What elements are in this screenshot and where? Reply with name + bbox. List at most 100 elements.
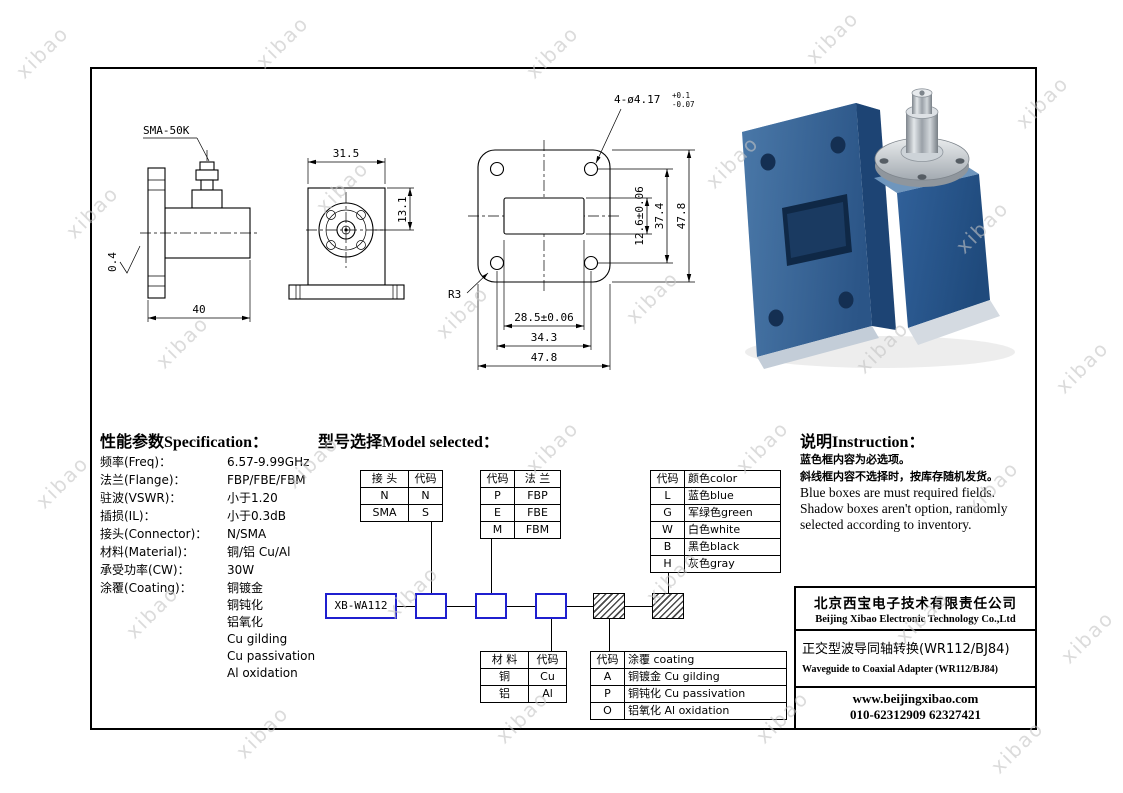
corner-radius-label: R3	[448, 288, 461, 301]
front-view: 31.5 13.1	[288, 147, 414, 300]
table-cell: W	[651, 522, 685, 539]
col-header: 涂覆 coating	[625, 652, 787, 669]
product-3d-render	[742, 88, 1015, 369]
connector-line	[491, 539, 492, 593]
instruction-line: Blue boxes are must required fields.	[800, 485, 995, 500]
spec-coating-option: Cu passivation	[227, 649, 316, 663]
spec-coating-option: Al oxidation	[227, 666, 298, 680]
table-cell: N	[409, 488, 443, 505]
col-header: 代码	[651, 471, 685, 488]
hole-tolerance-plus: +0.1	[672, 91, 690, 100]
spec-coating-option: 铜钝化	[227, 598, 264, 612]
table-cell: 灰色gray	[685, 556, 781, 573]
col-header: 法 兰	[515, 471, 561, 488]
flange-code-table: 代码 法 兰 P FBP E FBE M FBM	[480, 470, 561, 539]
spec-label: 驻波(VSWR)：	[100, 491, 182, 505]
spec-row: 插损(IL)：小于0.3dB	[100, 507, 315, 525]
connector-line	[609, 619, 610, 651]
spec-coating-option: Cu gilding	[227, 632, 288, 646]
overall-depth-dim: 40	[192, 303, 205, 316]
table-cell: P	[591, 686, 625, 703]
table-cell: A	[591, 669, 625, 686]
flange-code-select-box	[475, 593, 507, 619]
spec-row: 承受功率(CW)：30W	[100, 561, 315, 579]
aperture-width-dim: 28.5±0.06	[514, 311, 574, 324]
spec-value: N/SMA	[227, 527, 267, 541]
company-name-en: Beijing Xibao Electronic Technology Co.,…	[815, 614, 1016, 625]
table-cell: 黑色black	[685, 539, 781, 556]
instruction-text: 蓝色框内容为必选项。 斜线框内容不选择时，按库存随机发货。 Blue boxes…	[800, 451, 1038, 533]
model-section-title: 型号选择Model selected：	[318, 434, 499, 451]
spec-value: 铜/铝 Cu/Al	[227, 545, 291, 559]
table-cell: S	[409, 505, 443, 522]
connector-offset-dim: 13.1	[396, 197, 409, 224]
table-cell: FBM	[515, 522, 561, 539]
spec-coating-option: 铝氧化	[227, 615, 264, 629]
spec-label: 插损(IL)：	[100, 509, 156, 523]
spec-value: 小于1.20	[227, 491, 278, 505]
hole-tolerance-minus: -0.07	[672, 100, 695, 109]
base-model-box: XB-WA112	[325, 593, 397, 619]
table-cell: N	[361, 488, 409, 505]
connector-line	[625, 606, 652, 607]
surface-roughness-value: 0.4	[106, 252, 119, 272]
table-cell: 铝氧化 Al oxidation	[625, 703, 787, 720]
spec-value: FBP/FBE/FBM	[227, 473, 306, 487]
table-cell: 铜钝化 Cu passivation	[625, 686, 787, 703]
coating-code-table: 代码 涂覆 coating A 铜镀金 Cu gilding P 铜钝化 Cu …	[590, 651, 787, 720]
spec-row: 材料(Material)： 铜/铝 Cu/Al	[100, 543, 315, 561]
table-cell: 铝	[481, 686, 529, 703]
connector-line	[397, 606, 415, 607]
aperture-height-dim: 12.6±0.06	[633, 186, 646, 246]
table-cell: 铜镀金 Cu gilding	[625, 669, 787, 686]
instruction-line: 蓝色框内容为必选项。	[800, 453, 910, 466]
title-block: 北京西宝电子技术有限责任公司 Beijing Xibao Electronic …	[794, 586, 1037, 730]
company-phone: 010-62312909 62327421	[849, 707, 982, 722]
table-cell: O	[591, 703, 625, 720]
product-title-section: 正交型波导同轴转换(WR112/BJ84) Waveguide to Coaxi…	[796, 631, 1035, 688]
company-name-cn: 北京西宝电子技术有限责任公司	[814, 596, 1017, 612]
company-website: www.beijingxibao.com	[852, 691, 979, 706]
spec-row: 频率(Freq)：6.57-9.99GHz	[100, 453, 315, 471]
table-cell: 军绿色green	[685, 505, 781, 522]
spec-row: 接头(Connector)：N/SMA	[100, 525, 315, 543]
material-code-table: 材 料 代码 铜 Cu 铝 Al	[480, 651, 567, 703]
col-header: 接 头	[361, 471, 409, 488]
table-cell: FBE	[515, 505, 561, 522]
spec-value: 铜镀金	[227, 581, 264, 595]
mounting-holes-dim: 4-ø4.17	[614, 93, 660, 106]
table-cell: 铜	[481, 669, 529, 686]
instruction-section-title: 说明Instruction：	[800, 434, 925, 451]
table-cell: G	[651, 505, 685, 522]
flange-face-view: 4-ø4.17 +0.1 -0.07 R3 12.6±0.06 37.4 47.…	[448, 91, 695, 370]
spec-value: 6.57-9.99GHz	[227, 455, 310, 469]
product-title-cn: 正交型波导同轴转换(WR112/BJ84)	[802, 642, 1010, 657]
connector-code-select-box	[415, 593, 447, 619]
instruction-line: Shadow boxes aren't option, randomly	[800, 501, 1008, 516]
col-header: 代码	[481, 471, 515, 488]
spec-row: 法兰(Flange)： FBP/FBE/FBM	[100, 471, 315, 489]
table-cell: 白色white	[685, 522, 781, 539]
table-cell: P	[481, 488, 515, 505]
material-code-select-box	[535, 593, 567, 619]
instruction-line: selected according to inventory.	[800, 517, 972, 532]
color-code-table: 代码 颜色color L 蓝色blue G 军绿色green W 白色white…	[650, 470, 781, 573]
product-title-en: Waveguide to Coaxial Adapter (WR112/BJ84…	[802, 664, 998, 675]
table-cell: H	[651, 556, 685, 573]
spec-section-title: 性能参数Specification：	[100, 434, 268, 451]
spec-list: 频率(Freq)：6.57-9.99GHz 法兰(Flange)： FBP/FBE…	[100, 453, 315, 682]
spec-label: 法兰(Flange)：	[100, 473, 186, 487]
table-cell: M	[481, 522, 515, 539]
spec-label: 涂覆(Coating)：	[100, 581, 192, 595]
spec-label: 材料(Material)：	[100, 545, 195, 559]
connector-line	[447, 606, 475, 607]
table-cell: Al	[529, 686, 567, 703]
col-header: 颜色color	[685, 471, 781, 488]
company-name-section: 北京西宝电子技术有限责任公司 Beijing Xibao Electronic …	[796, 588, 1035, 631]
connector-line	[668, 573, 669, 593]
table-cell: 蓝色blue	[685, 488, 781, 505]
hole-spacing-horizontal-dim: 34.3	[531, 331, 558, 344]
instruction-line: 斜线框内容不选择时，按库存随机发货。	[800, 470, 998, 483]
col-header: 代码	[409, 471, 443, 488]
